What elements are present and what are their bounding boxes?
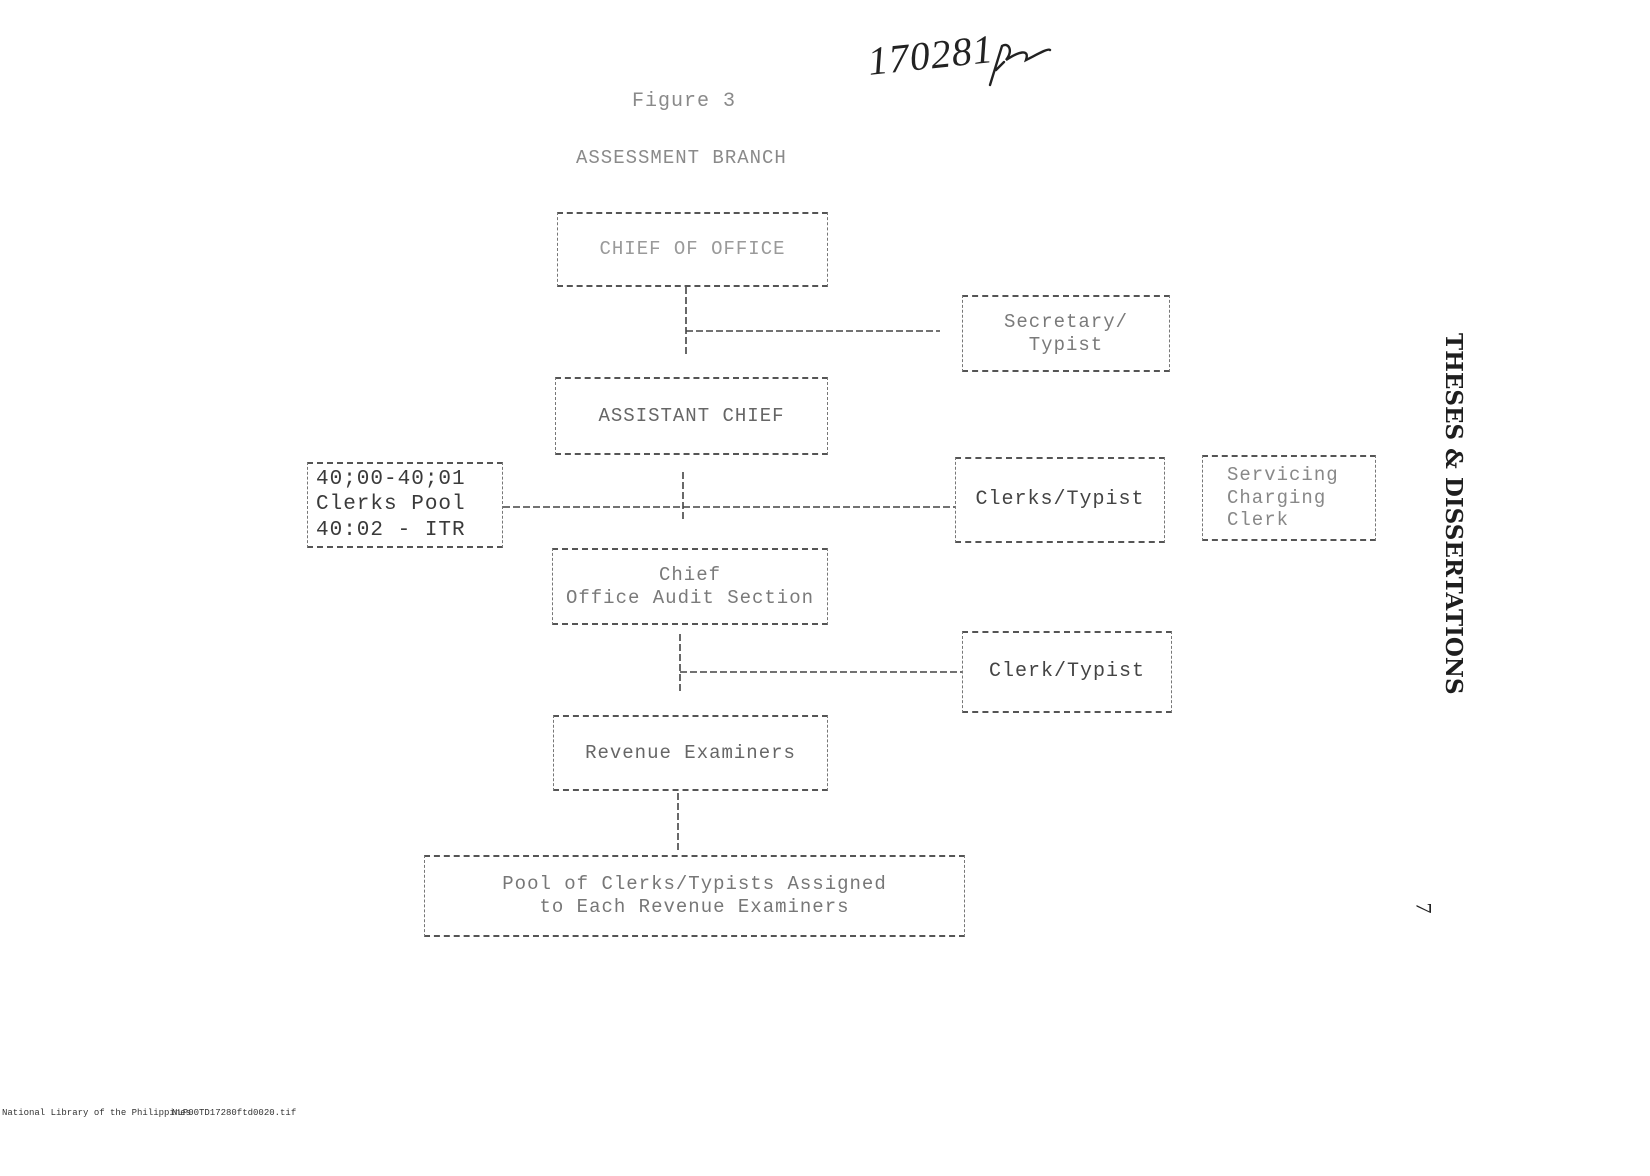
org-box-assistant-chief: ASSISTANT CHIEF <box>555 377 828 455</box>
box-line: ASSISTANT CHIEF <box>598 404 785 427</box>
box-line: Clerk/Typist <box>988 660 1146 683</box>
branch-title: ASSESSMENT BRANCH <box>576 147 787 169</box>
box-line: CHIEF OF OFFICE <box>599 238 786 261</box>
box-line: Office Audit Section <box>565 586 815 609</box>
box-line: Clerks/Typist <box>975 488 1145 511</box>
box-line: Clerks Pool <box>316 493 466 517</box>
org-box-revenue-examiners: Revenue Examiners <box>553 715 828 791</box>
org-box-servicing-charging-clerk: Servicing Charging Clerk <box>1202 455 1376 541</box>
box-line: 40;00-40;01 <box>316 468 466 492</box>
page-number: 7 <box>1411 902 1437 914</box>
box-line: 40:02 - ITR <box>316 518 466 542</box>
org-box-pool-of-clerks: Pool of Clerks/Typists Assigned to Each … <box>424 855 965 937</box>
box-line: to Each Revenue Examiners <box>539 896 850 918</box>
handwritten-signature-scribble <box>988 43 1052 87</box>
footer-filename: NLP00TD17280ftd0020.tif <box>172 1108 297 1118</box>
box-line: Clerk <box>1227 509 1290 532</box>
figure-title: Figure 3 <box>632 90 737 113</box>
handwritten-note: 170281 <box>865 25 996 84</box>
box-line: Typist <box>1028 333 1104 356</box>
org-box-clerks-typist: Clerks/Typist <box>955 457 1165 543</box>
box-line: Secretary/ <box>1003 310 1129 333</box>
org-box-chief-of-office: CHIEF OF OFFICE <box>557 212 828 287</box>
footer-library: National Library of the Philippines <box>2 1108 192 1118</box>
library-stamp: THESES & DISSERTATIONS <box>1440 333 1467 695</box>
box-line: Chief <box>658 563 721 586</box>
org-box-secretary-typist: Secretary/ Typist <box>962 295 1170 372</box>
box-line: Revenue Examiners <box>585 741 796 764</box>
org-box-office-audit-section: Chief Office Audit Section <box>552 548 828 625</box>
org-box-clerk-typist: Clerk/Typist <box>962 631 1172 713</box>
box-line: Charging <box>1227 486 1327 509</box>
box-line: Servicing <box>1227 463 1339 486</box>
org-box-clerks-pool: 40;00-40;01 Clerks Pool 40:02 - ITR <box>307 462 503 548</box>
box-line: Pool of Clerks/Typists Assigned <box>502 873 887 896</box>
